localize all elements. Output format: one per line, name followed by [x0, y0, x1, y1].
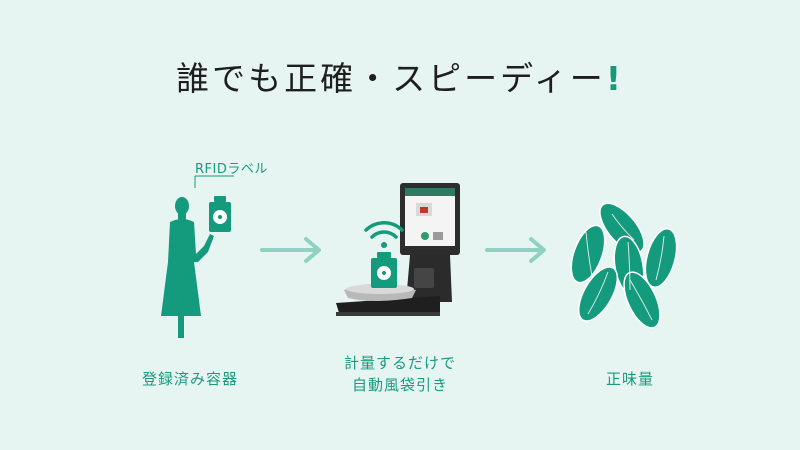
wifi-icon — [364, 221, 404, 248]
caption-auto-tare-line2: 自動風袋引き — [351, 376, 448, 394]
title-text: 誰でも正確・スピーディー — [176, 59, 606, 98]
caption-auto-tare-line1: 計量するだけで — [343, 354, 456, 372]
caption-auto-tare: 計量するだけで 自動風袋引き — [320, 352, 480, 396]
rfid-label-pointer — [194, 175, 234, 188]
rfid-container-icon — [209, 196, 231, 232]
almond-lines — [585, 213, 665, 321]
caption-registered-container: 登録済み容器 — [141, 370, 238, 388]
title-exclamation: ! — [605, 59, 624, 98]
rfid-label: RFIDラベル — [195, 162, 268, 177]
arrow-right-icon — [260, 237, 321, 263]
caption-net-weight: 正味量 — [605, 370, 654, 388]
person-icon — [161, 197, 214, 338]
page-title: 誰でも正確・スピーディー! — [0, 52, 800, 100]
arrow-right-icon — [485, 237, 546, 263]
scale-device-icon — [336, 183, 460, 316]
almonds-icon — [570, 202, 678, 329]
